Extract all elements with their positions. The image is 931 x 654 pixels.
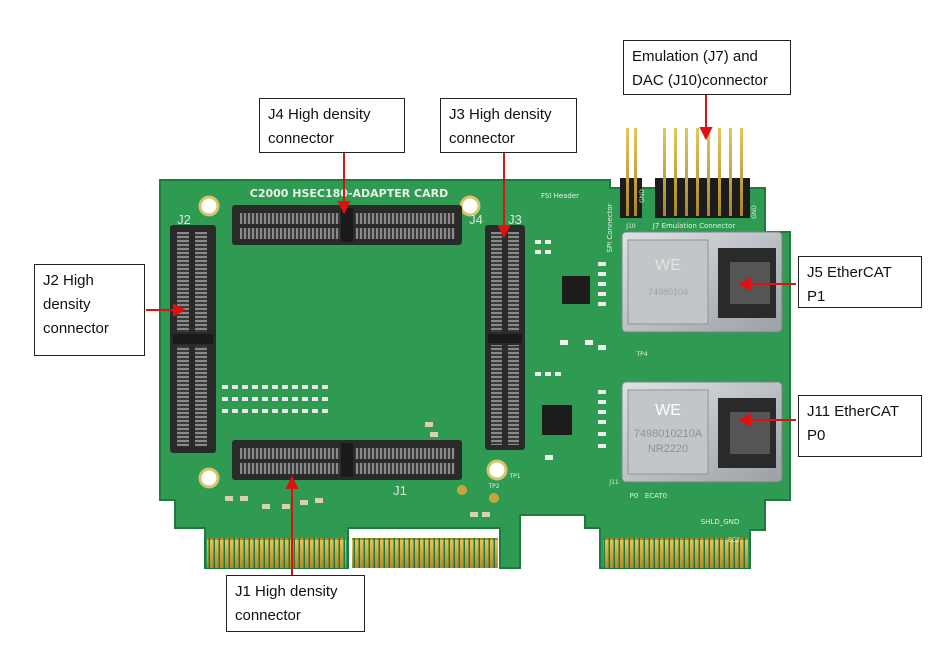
j2-callout: J2 High density connector (34, 264, 145, 356)
fsi-header-label: FSI Header (541, 192, 579, 200)
j4-connector (232, 205, 462, 245)
edge-fingers-right (603, 538, 748, 568)
via (489, 493, 499, 503)
emulation-callout: Emulation (J7) and DAC (J10)connector (623, 40, 791, 95)
j4-silk-label: J4 (469, 212, 483, 227)
ecat0-silk-label: ECAT0 (645, 492, 667, 500)
j3-silk-label: J3 (508, 212, 522, 227)
spi-connector-label: SPI Connector (606, 203, 614, 252)
ec2-silk-label: EC2 (728, 537, 740, 544)
callout-arrows (146, 95, 796, 575)
jack-marking: WE (655, 257, 681, 274)
emulation-connector-label: J7 Emulation Connector (652, 222, 736, 230)
j4-callout: J4 High density connector (259, 98, 405, 153)
jack-marking: WE (655, 402, 681, 419)
tp4-silk-label: TP4 (635, 351, 647, 358)
edge-fingers-left (207, 538, 346, 568)
via (457, 485, 467, 495)
j1-callout: J1 High density connector (226, 575, 365, 632)
jack-revision: NR2220 (648, 443, 688, 455)
mounting-hole (198, 195, 220, 217)
j10-dac-header (620, 128, 642, 218)
j1-silk-label: J1 (393, 483, 407, 498)
gnd-silk-label: GND (751, 205, 758, 219)
jack-part-number: 7498010210A (634, 428, 703, 440)
edge-fingers-middle (352, 538, 498, 568)
jack-part-number: 74980104 (648, 287, 688, 297)
phy-chip-1 (535, 240, 606, 350)
j11-silk-label: J11 (608, 479, 619, 486)
j1-connector (232, 440, 462, 480)
j3-connector (485, 225, 525, 450)
tp1-silk-label: TP1 (508, 473, 520, 480)
shld-gnd-silk-label: SHLD_GND (701, 518, 740, 526)
j10-silk-label: J10 (625, 223, 636, 230)
j11-callout: J11 EtherCAT P0 (798, 395, 922, 457)
j2-silk-label: J2 (177, 212, 191, 227)
smd-components (225, 422, 490, 517)
resistor-array (222, 385, 328, 413)
mounting-hole (486, 459, 508, 481)
gnd-silk-label: GND (639, 189, 646, 203)
mounting-hole (198, 467, 220, 489)
p0-silk-label: P0 (630, 492, 639, 500)
j3-callout: J3 High density connector (440, 98, 577, 153)
ec1-silk-label: EC1 (180, 535, 192, 542)
phy-chip-2 (535, 372, 606, 460)
tp2-silk-label: TP2 (487, 483, 499, 490)
j7-emulation-header (655, 128, 750, 218)
j11-rj45-jack: WE 7498010210A NR2220 (621, 381, 783, 483)
j5-rj45-jack: WE 74980104 (621, 231, 783, 333)
j5-callout: J5 EtherCAT P1 (798, 256, 922, 308)
j2-connector (170, 225, 216, 453)
board-title: C2000 HSEC180-ADAPTER CARD (250, 187, 448, 200)
